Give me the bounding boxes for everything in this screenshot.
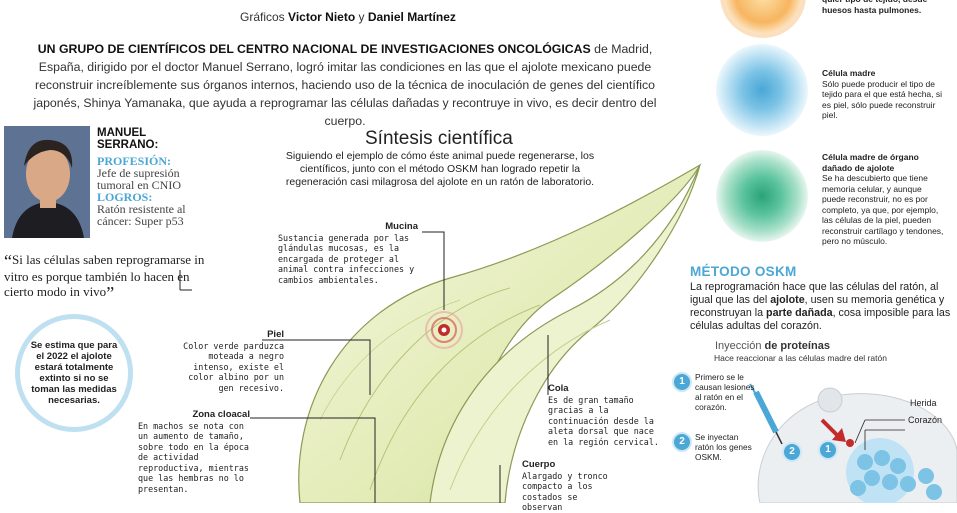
axolotl-illustration (298, 163, 702, 503)
quote-pointer-icon (179, 270, 192, 291)
step1-badge: 1 (672, 372, 692, 392)
profile-details: PROFESIÓN: Jefe de supresión tumoral en … (97, 155, 207, 227)
oskm-corazon-label: Corazón (908, 415, 943, 425)
wound-arrow-icon (820, 418, 854, 447)
mouse-badge-2: 2 (782, 442, 802, 462)
profile-quote: “Si las células saben reprogramarse in v… (4, 251, 205, 303)
synthesis-title: Síntesis científica (365, 128, 513, 149)
stem-cell-blue-icon (716, 44, 808, 136)
oskm-herida-label: Herida (910, 398, 937, 408)
profession-value: Jefe de supresión tumoral en CNIO (97, 166, 181, 192)
oskm-title: MÉTODO OSKM (690, 264, 797, 279)
step2-text: Se inyectan ratón los genes OSKM. (695, 432, 752, 462)
credits: Gráficos Victor Nieto y Daniel Martínez (240, 10, 456, 24)
portrait-photo (4, 126, 90, 238)
intro-lead: UN GRUPO DE CIENTÍFICOS DEL CENTRO NACIO… (37, 42, 591, 56)
injection-title: Inyección de proteínas (715, 340, 830, 352)
profession-label: PROFESIÓN: (97, 154, 172, 168)
intro-paragraph: UN GRUPO DE CIENTÍFICOS DEL CENTRO NACIO… (20, 40, 670, 130)
heart-cells-icon (846, 438, 942, 503)
syringe-icon (749, 383, 783, 445)
intro-body: de Madrid, España, dirigido por el docto… (33, 42, 657, 128)
achievements-value: Ratón resistente al cáncer: Super p53 (97, 202, 186, 228)
mouse-illustration (749, 383, 957, 503)
synthesis-description: Siguiendo el ejemplo de cómo éste animal… (285, 150, 595, 188)
step2-badge: 2 (672, 432, 692, 452)
cell-top-text: quier tipo de tejido, desde huesos hasta… (822, 0, 927, 15)
step1-text: Primero se le causan lesiones al ratón e… (695, 372, 755, 412)
stem-cell-green-icon (716, 150, 808, 242)
oskm-description: La reprogramación hace que las células d… (690, 281, 951, 332)
mouse-badge-1: 1 (818, 440, 838, 460)
achievements-label: LOGROS: (97, 190, 153, 204)
extinction-note: Se estima que para el 2022 el ajolote es… (15, 314, 133, 432)
pulse-marker-icon (425, 311, 463, 349)
profile-name: MANUEL SERRANO: (97, 127, 159, 151)
cell-organo-text: Célula madre de órgano dañado de ajolote… (822, 152, 944, 246)
quote-mark-icon: “ (4, 251, 12, 271)
injection-subtitle: Hace reaccionar a las células madre del … (714, 353, 887, 363)
